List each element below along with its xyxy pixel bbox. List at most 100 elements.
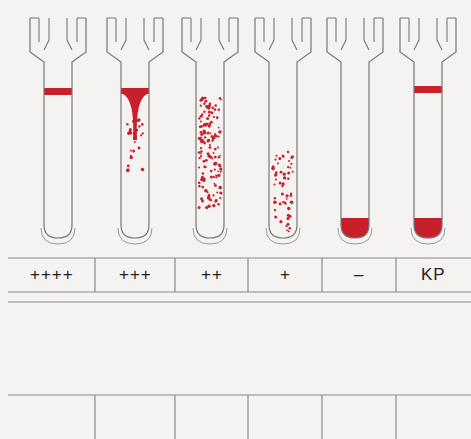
cell-dot <box>141 168 144 171</box>
cell-dot <box>138 125 140 127</box>
cell-dot <box>126 123 128 125</box>
cell-dot <box>213 176 215 178</box>
cell-dot <box>214 133 216 135</box>
cell-dot <box>201 133 204 136</box>
cell-dot <box>220 171 222 173</box>
cell-dot <box>217 174 220 177</box>
cell-dot <box>200 137 202 139</box>
cell-dot <box>207 139 210 142</box>
cell-dot <box>219 97 221 99</box>
cell-dot <box>276 155 278 157</box>
cell-dot <box>282 154 284 156</box>
cell-dot <box>210 170 213 173</box>
cell-dot <box>208 110 211 113</box>
cell-dot <box>213 162 217 166</box>
cell-dot <box>219 164 221 166</box>
cell-dot <box>213 176 215 178</box>
cell-dot <box>212 204 215 207</box>
cell-dot <box>135 124 137 126</box>
cell-dot <box>287 207 290 210</box>
tube-outline <box>255 18 311 238</box>
cell-dot <box>134 141 136 143</box>
cell-dot <box>140 134 142 136</box>
cell-dot <box>207 131 210 134</box>
cell-dot <box>287 171 290 174</box>
cell-dot <box>287 178 289 180</box>
cell-dot <box>216 191 218 193</box>
cell-dot <box>214 148 217 151</box>
tube-base <box>118 228 152 244</box>
cell-dot <box>133 131 136 134</box>
cell-dot <box>216 117 218 119</box>
tubes <box>30 18 456 244</box>
cell-dot <box>198 185 201 188</box>
cell-dot <box>282 182 285 185</box>
cell-dot <box>135 135 137 137</box>
cell-dot <box>129 128 132 131</box>
cell-dot <box>283 176 286 179</box>
agglutinate-tail <box>123 94 147 140</box>
cell-dot <box>214 108 217 111</box>
tube-base <box>41 228 75 244</box>
cell-dot <box>219 168 222 171</box>
cell-dot <box>207 139 210 142</box>
cell-dot <box>208 114 211 117</box>
cell-dot <box>279 203 282 206</box>
cell-dot <box>213 116 215 118</box>
table-lines <box>8 258 471 439</box>
cell-dot <box>274 216 277 219</box>
cell-dot <box>273 183 275 185</box>
cell-dot <box>198 181 201 184</box>
tube-base <box>411 228 445 244</box>
cell-dot <box>198 151 201 154</box>
cell-dot <box>286 198 288 200</box>
cell-dot <box>200 150 203 153</box>
cell-dot <box>213 152 215 154</box>
cell-dot <box>205 100 207 102</box>
cell-dot <box>201 97 204 100</box>
agglutinate-band <box>44 88 72 95</box>
cell-dot <box>133 106 135 108</box>
grade-label: – <box>354 265 364 285</box>
cell-dot <box>271 167 275 171</box>
cell-dot <box>212 194 214 196</box>
cell-dot <box>292 171 294 173</box>
cell-dot <box>203 123 207 127</box>
cell-dot <box>200 105 202 107</box>
cell-dot <box>217 203 219 205</box>
cell-dot <box>290 201 294 205</box>
cell-dot <box>218 108 221 111</box>
grade-label: +++ <box>119 265 152 285</box>
cell-dot <box>210 121 213 124</box>
cell-dot <box>274 173 277 176</box>
cell-dot <box>136 109 138 111</box>
grade-label: ++++ <box>30 265 74 285</box>
cell-dot <box>211 199 213 201</box>
cell-dot <box>200 147 202 149</box>
cell-dot <box>274 209 276 211</box>
cell-dot <box>283 201 286 204</box>
cell-dot <box>214 169 216 171</box>
cell-dot <box>210 176 213 179</box>
cell-dot <box>132 120 135 123</box>
cell-dot <box>218 127 220 129</box>
cell-dot <box>203 103 205 105</box>
cell-dot <box>214 200 217 203</box>
cell-dot <box>203 131 206 134</box>
agglutinate-band <box>121 88 149 94</box>
test-tube <box>327 18 383 244</box>
cell-dot <box>130 156 133 159</box>
cell-dot <box>219 191 222 194</box>
cell-dot <box>219 187 222 190</box>
cell-dot <box>137 118 141 122</box>
cell-dot <box>198 166 200 168</box>
cell-dot <box>219 186 222 189</box>
cell-dot <box>207 197 210 200</box>
tube-outline <box>182 18 238 238</box>
cell-dot <box>274 159 276 161</box>
cell-dot <box>290 167 292 169</box>
cell-dot <box>206 117 209 120</box>
cell-dot <box>204 189 208 193</box>
